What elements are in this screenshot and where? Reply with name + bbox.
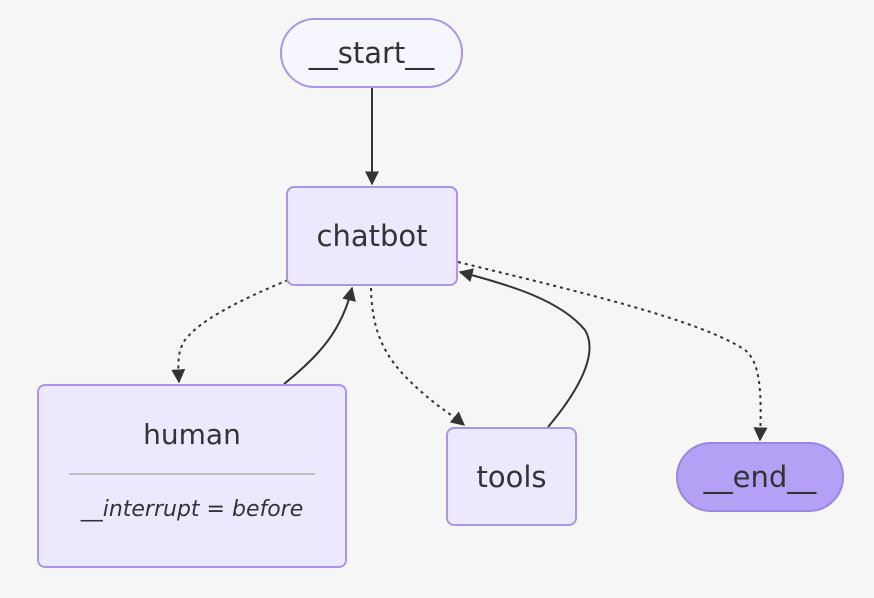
edge-chatbot-to-human: [171, 279, 289, 384]
edge-chatbot-to-tools: [370, 287, 466, 426]
human-node-interrupt: __interrupt = before: [80, 497, 304, 522]
start-node-label: __start__: [308, 36, 435, 70]
end-node[interactable]: __end__: [676, 442, 844, 512]
tools-node[interactable]: tools: [446, 427, 577, 526]
human-node[interactable]: human __interrupt = before: [37, 384, 347, 568]
tools-node-label: tools: [476, 459, 547, 494]
chatbot-node[interactable]: chatbot: [286, 186, 458, 286]
chatbot-node-label: chatbot: [316, 219, 428, 253]
end-node-label: __end__: [703, 460, 817, 494]
start-node[interactable]: __start__: [280, 18, 463, 88]
human-node-label: human: [143, 418, 241, 451]
edge-tools-to-chatbot: [458, 268, 591, 428]
human-node-divider: [69, 473, 315, 475]
edge-chatbot-to-end: [457, 261, 768, 442]
edge-human-to-chatbot: [283, 286, 356, 385]
